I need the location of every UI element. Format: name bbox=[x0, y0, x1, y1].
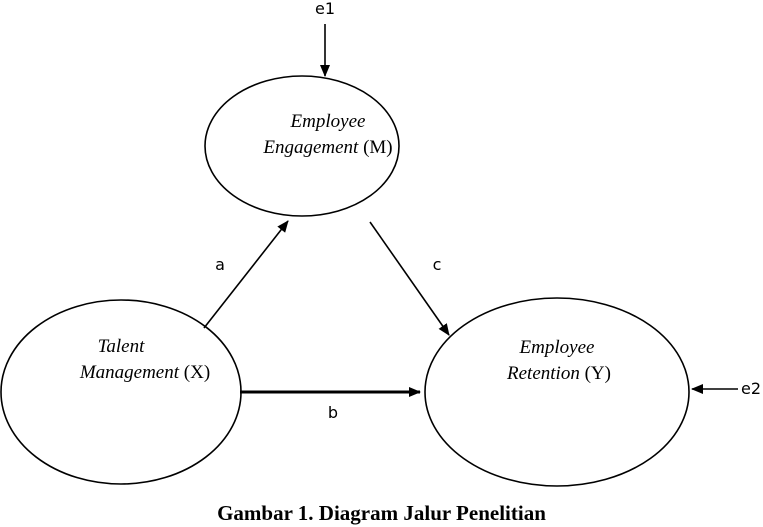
edge-label-b: b bbox=[328, 403, 338, 422]
retention-label-line1: Employee bbox=[519, 337, 595, 358]
figure-caption: Gambar 1. Diagram Jalur Penelitian bbox=[217, 501, 546, 525]
talent-label-line1: Talent bbox=[98, 336, 146, 357]
engagement-label-line1: Employee bbox=[290, 111, 366, 132]
arrow-c-engagement-to-retention bbox=[369, 221, 450, 336]
retention-label-line2: Retention (Y) bbox=[506, 363, 611, 384]
edge-label-c: c bbox=[433, 255, 442, 274]
error-label-e1: e1 bbox=[315, 0, 335, 18]
node-employee-engagement bbox=[204, 75, 400, 217]
error-label-e2: e2 bbox=[741, 379, 761, 398]
node-employee-retention bbox=[424, 297, 690, 487]
engagement-label-line2: Engagement (M) bbox=[262, 137, 392, 158]
arrow-a-talent-to-engagement bbox=[203, 220, 289, 329]
edge-label-a: a bbox=[215, 255, 225, 274]
talent-label-line2: Management (X) bbox=[79, 362, 210, 383]
